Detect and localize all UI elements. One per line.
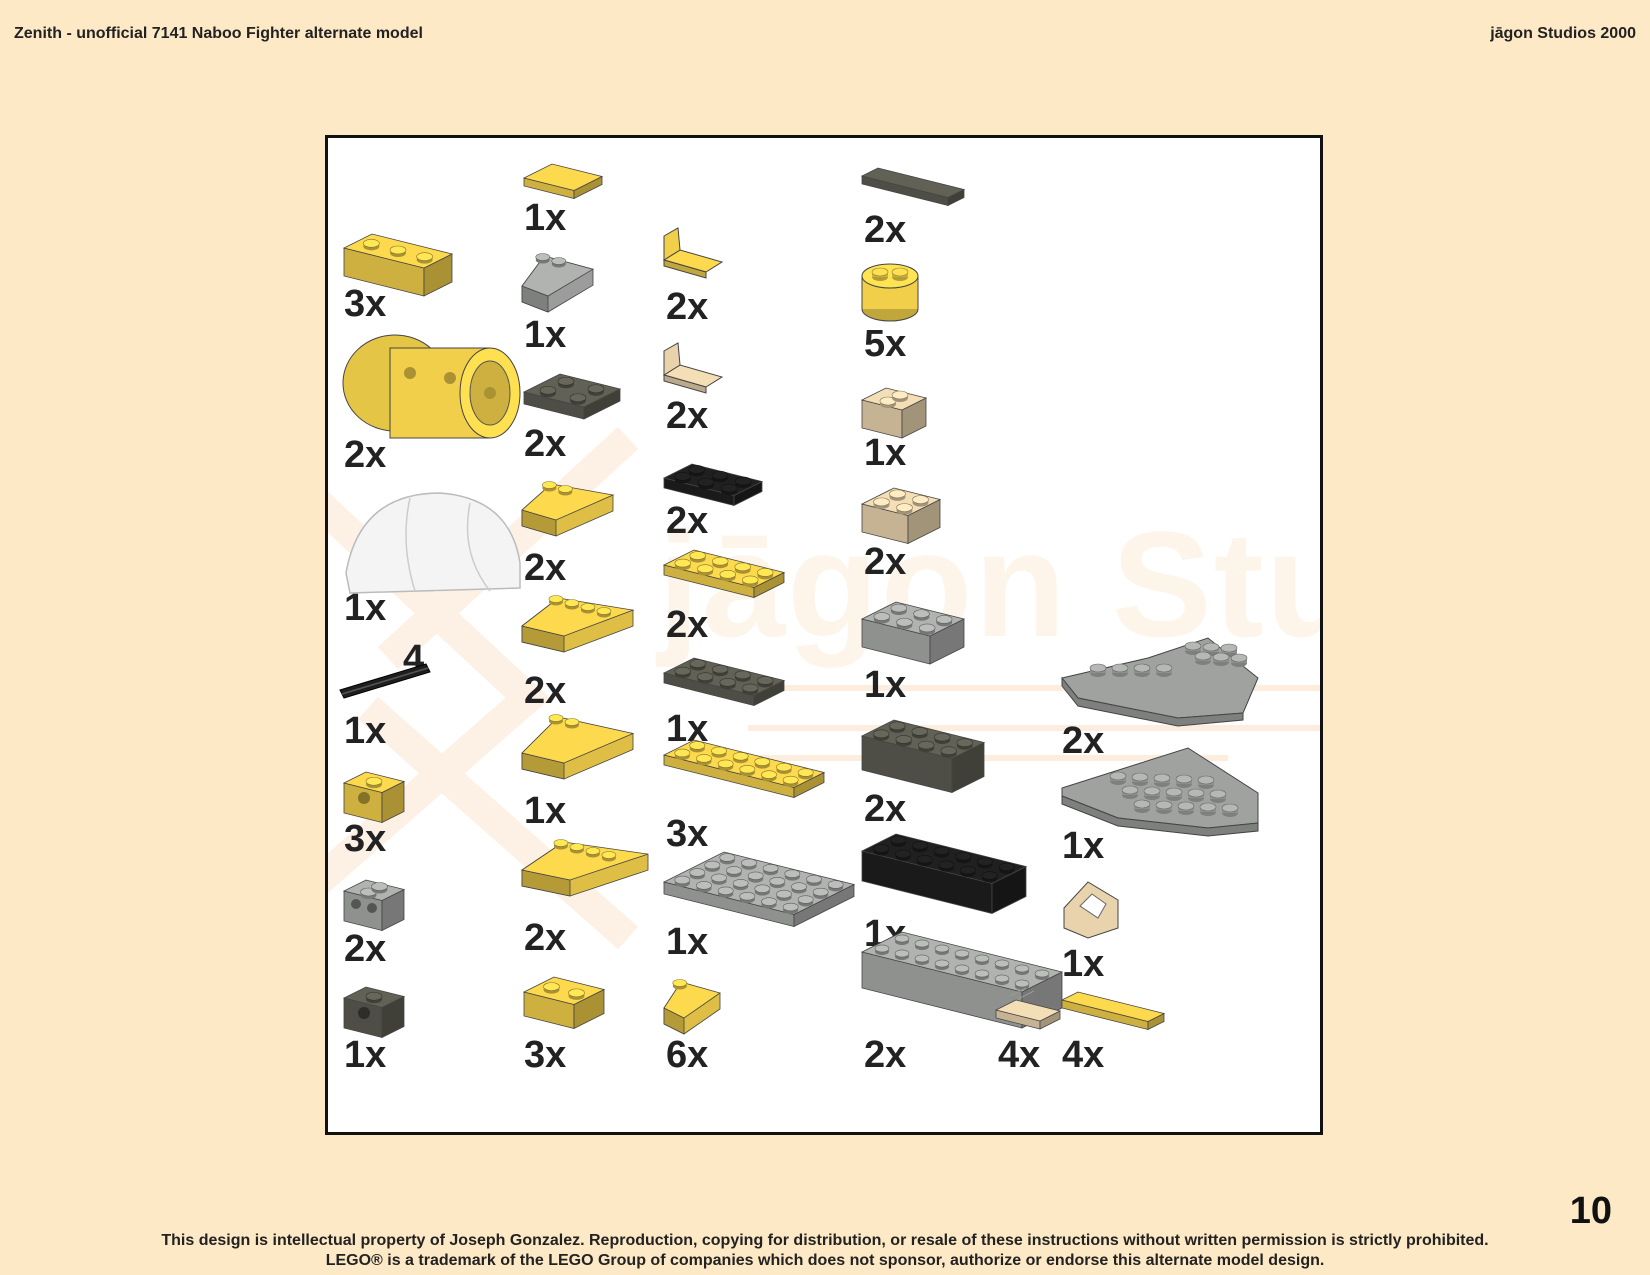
copyright-notice: This design is intellectual property of … — [161, 1232, 1489, 1249]
part-handle-tan-quantity: 1x — [1062, 943, 1105, 985]
part-bracket-yellow-quantity: 2x — [666, 286, 709, 328]
part-round-brick-yellow-image — [858, 263, 1008, 384]
part-plate-4x6-gray-image — [660, 838, 856, 958]
part-plate-2x6-yellow-quantity: 3x — [666, 813, 709, 855]
part-brick-1x2-tan-quantity: 1x — [864, 432, 907, 474]
studio-credit: jāgon Studios 2000 — [1490, 25, 1636, 42]
part-brick-2x6-black-image — [858, 820, 1028, 940]
part-brick-1x2-tan-image — [858, 374, 1008, 494]
part-technic-brick-1x2-gray-image — [340, 866, 490, 986]
part-slope-wedge-yellow-image — [340, 220, 490, 340]
part-brick-2x3-gray-quantity: 1x — [864, 664, 907, 706]
part-grille-tan-quantity: 4x — [998, 1034, 1041, 1076]
part-slope-yellow-c-image — [518, 703, 668, 823]
part-technic-brick-1x1-darkgray-quantity: 1x — [344, 1034, 387, 1076]
part-slope-yellow-c-quantity: 1x — [524, 790, 567, 832]
part-bracket-yellow-image — [660, 227, 810, 348]
part-engine-yellow-image — [340, 328, 521, 448]
trademark-notice: LEGO® is a trademark of the LEGO Group o… — [325, 1252, 1325, 1269]
part-tile-1x4-yellow-quantity: 4x — [1062, 1034, 1105, 1076]
part-axle-black-image — [338, 648, 488, 768]
part-slope-wedge-yellow-quantity: 3x — [344, 283, 387, 325]
part-plate-2x4-darkgray-image — [660, 644, 810, 764]
part-wing-gray-b-image — [1058, 738, 1259, 858]
part-plate-2x3-black-quantity: 2x — [666, 500, 709, 542]
part-slope-yellow-b-image — [518, 584, 668, 704]
part-tile-1x2-yellow-quantity: 1x — [524, 197, 567, 239]
part-grille-tan-image — [992, 986, 1142, 1106]
part-slope-yellow-d-image — [518, 828, 668, 948]
part-slope-small-yellow-image — [660, 968, 810, 1088]
part-slope-2x2-gray-quantity: 1x — [524, 314, 567, 356]
part-slope-yellow-e-quantity: 3x — [524, 1034, 567, 1076]
part-inv-slope-darkgray-image — [520, 360, 670, 480]
part-tile-1x4-yellow-image — [1058, 978, 1208, 1098]
part-axle-black-quantity: 1x — [344, 710, 387, 752]
part-slope-small-yellow-quantity: 6x — [666, 1034, 709, 1076]
parts-list-panel: jāgon Studios 4 3x 2x 1x 1x3x2x1x1x1x2x2… — [325, 135, 1323, 1135]
part-handle-tan-image — [1058, 878, 1208, 998]
part-technic-brick-1x1-yellow-image — [340, 758, 490, 878]
part-tile-1x4-darkgray-image — [858, 154, 1008, 274]
part-wing-gray-a-quantity: 2x — [1062, 720, 1105, 762]
part-slope-yellow-e-image — [520, 963, 670, 1083]
part-brick-2x3-gray-image — [858, 588, 1008, 708]
part-bracket-tan-quantity: 2x — [666, 395, 709, 437]
document-title: Zenith - unofficial 7141 Naboo Fighter a… — [14, 25, 423, 42]
part-slope-2x2-gray-image — [518, 242, 668, 362]
page-number: 10 — [1569, 1190, 1612, 1232]
part-brick-2x4-darkgray-image — [858, 706, 1008, 826]
part-brick-2x8-gray-quantity: 2x — [864, 1034, 907, 1076]
part-canopy-clear-image — [340, 483, 521, 603]
part-tile-1x4-darkgray-quantity: 2x — [864, 209, 907, 251]
part-slope-yellow-a-quantity: 2x — [524, 547, 567, 589]
part-plate-4x6-gray-quantity: 1x — [666, 921, 709, 963]
part-brick-2x2-tan-quantity: 2x — [864, 541, 907, 583]
part-brick-2x2-tan-image — [858, 474, 1008, 594]
part-wing-gray-b-quantity: 1x — [1062, 825, 1105, 867]
part-slope-yellow-a-image — [518, 470, 668, 590]
part-technic-brick-1x1-darkgray-image — [340, 973, 490, 1093]
part-bracket-tan-image — [660, 342, 810, 463]
part-inv-slope-darkgray-quantity: 2x — [524, 423, 567, 465]
part-plate-2x6-yellow-image — [660, 726, 826, 846]
part-slope-yellow-b-quantity: 2x — [524, 670, 567, 712]
part-technic-brick-1x1-yellow-quantity: 3x — [344, 818, 387, 860]
part-engine-yellow-quantity: 2x — [344, 434, 387, 476]
part-brick-2x4-darkgray-quantity: 2x — [864, 788, 907, 830]
part-plate-2x3-black-image — [660, 450, 810, 570]
part-round-brick-yellow-quantity: 5x — [864, 323, 907, 365]
part-wing-gray-a-image — [1058, 618, 1259, 738]
part-plate-2x4-yellow-quantity: 2x — [666, 604, 709, 646]
part-slope-yellow-d-quantity: 2x — [524, 917, 567, 959]
part-plate-2x4-yellow-image — [660, 536, 810, 656]
part-tile-1x2-yellow-image — [520, 150, 670, 270]
part-canopy-clear-quantity: 1x — [344, 587, 387, 629]
part-technic-brick-1x2-gray-quantity: 2x — [344, 928, 387, 970]
part-brick-2x8-gray-image — [858, 918, 1064, 1038]
